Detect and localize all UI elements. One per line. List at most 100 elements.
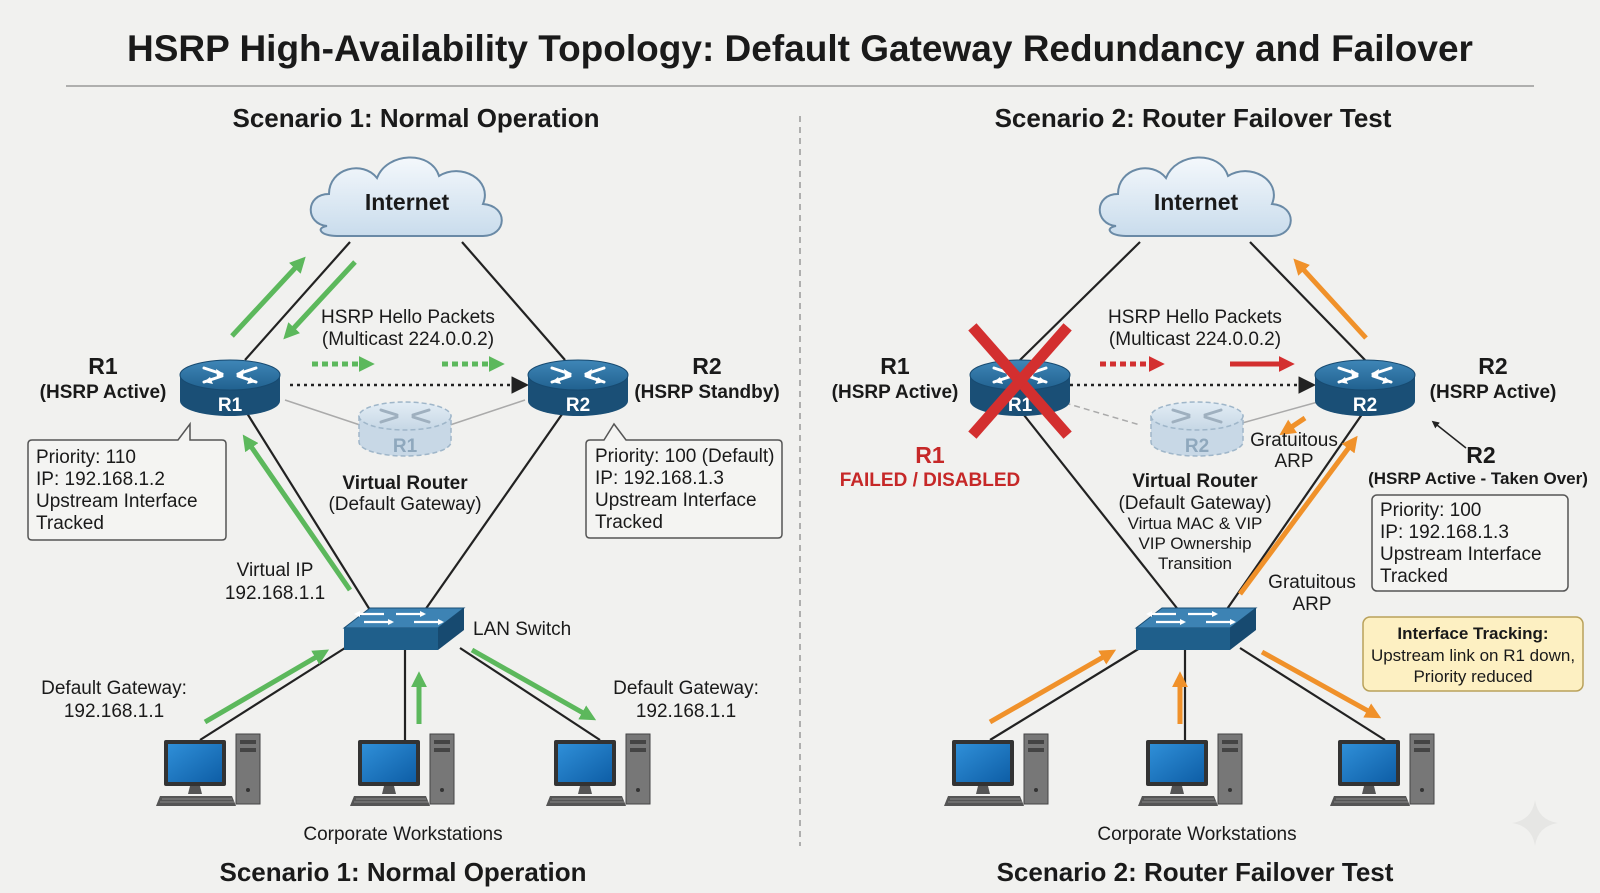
takeover-pointer bbox=[1431, 420, 1467, 449]
hello-label-1: HSRP Hello Packets bbox=[1108, 307, 1282, 328]
workstation[interactable] bbox=[1329, 733, 1435, 807]
link-internet-r2 bbox=[461, 241, 566, 361]
r1-info-line: Upstream Interface bbox=[36, 491, 198, 512]
workstations-label: Corporate Workstations bbox=[303, 824, 502, 845]
router-r1[interactable]: R1 bbox=[178, 358, 282, 418]
workstation[interactable] bbox=[155, 733, 261, 807]
scenario-2: Scenario 2: Router Failover Test bbox=[832, 103, 1588, 887]
r2-info-box: Priority: 100 IP: 192.168.1.3 Upstream I… bbox=[1371, 494, 1569, 592]
link-internet-r2 bbox=[1249, 241, 1366, 361]
workstation-icon bbox=[1137, 733, 1243, 807]
workstation-icon bbox=[349, 733, 455, 807]
arrow-switch-to-pc3 bbox=[470, 647, 597, 721]
r2-role: (HSRP Standby) bbox=[634, 382, 779, 403]
router-r2[interactable]: R2 bbox=[526, 358, 630, 418]
scenario-2-footer: Scenario 2: Router Failover Test bbox=[997, 857, 1394, 887]
r1-info-line: Priority: 110 bbox=[36, 447, 136, 468]
gw-right-label: Default Gateway: bbox=[613, 678, 759, 699]
link-switch-pc1 bbox=[989, 647, 1141, 741]
r2-info-line: Priority: 100 (Default) bbox=[595, 446, 775, 467]
link-switch-pc3 bbox=[1239, 647, 1386, 741]
scenario-1-heading: Scenario 1: Normal Operation bbox=[233, 103, 600, 133]
router-r1-badge: R1 bbox=[1008, 395, 1033, 416]
r1-failed-name: R1 bbox=[915, 442, 945, 468]
r2-role: (HSRP Active) bbox=[1430, 382, 1557, 403]
gw-left-value: 192.168.1.1 bbox=[64, 701, 164, 722]
r2-takeover-name: R2 bbox=[1466, 442, 1495, 468]
link-internet-r1 bbox=[1019, 241, 1141, 361]
gw-right-value: 192.168.1.1 bbox=[636, 701, 736, 722]
scenario-1-traffic-arrows bbox=[203, 256, 597, 725]
workstation-icon bbox=[155, 733, 261, 807]
virtual-router-line5: Transition bbox=[1158, 554, 1232, 573]
r2-info-line: Tracked bbox=[595, 512, 663, 533]
virtual-router-line4: VIP Ownership bbox=[1138, 534, 1251, 553]
link-r1-switch bbox=[1019, 409, 1181, 613]
r1-role: (HSRP Active) bbox=[40, 382, 167, 403]
garp-label-1a: Gratuitous bbox=[1250, 430, 1338, 451]
hello-label-2: (Multicast 224.0.0.2) bbox=[322, 329, 494, 350]
scenario-1-footer: Scenario 1: Normal Operation bbox=[220, 857, 587, 887]
router-r1-badge: R1 bbox=[218, 395, 243, 416]
virtual-router-sub: (Default Gateway) bbox=[328, 494, 481, 515]
link-r2-switch bbox=[424, 409, 566, 611]
workstation[interactable] bbox=[349, 733, 455, 807]
tracking-title: Interface Tracking: bbox=[1397, 624, 1548, 643]
r2-name: R2 bbox=[692, 353, 721, 379]
arrow-switch-to-pc3 bbox=[1260, 649, 1382, 719]
hello-label-1: HSRP Hello Packets bbox=[321, 307, 495, 328]
virtual-router-title: Virtual Router bbox=[342, 473, 468, 494]
lan-switch[interactable] bbox=[342, 606, 466, 652]
internet-cloud: Internet bbox=[1098, 156, 1292, 237]
virtual-router: R2 bbox=[1149, 400, 1245, 458]
switch-icon bbox=[1134, 606, 1258, 652]
r1-name: R1 bbox=[88, 353, 118, 379]
workstation[interactable] bbox=[943, 733, 1049, 807]
arrow-garp-r2 bbox=[1279, 415, 1307, 436]
arrow-r2-to-internet bbox=[1293, 258, 1368, 340]
virtual-router-title: Virtual Router bbox=[1132, 471, 1258, 492]
virtual-ip-value: 192.168.1.1 bbox=[225, 583, 325, 604]
r1-info-line: IP: 192.168.1.2 bbox=[36, 469, 165, 490]
virtual-router-badge: R2 bbox=[1185, 436, 1209, 457]
router-r2[interactable]: R2 bbox=[1313, 358, 1417, 418]
workstation[interactable] bbox=[1137, 733, 1243, 807]
workstations-label: Corporate Workstations bbox=[1097, 824, 1296, 845]
internet-label: Internet bbox=[365, 189, 450, 215]
workstation-icon bbox=[545, 733, 651, 807]
r1-failed-status: FAILED / DISABLED bbox=[840, 470, 1021, 491]
arrow-pc1-to-switch bbox=[988, 649, 1117, 725]
router-r2-badge: R2 bbox=[1353, 395, 1377, 416]
workstation-icon bbox=[943, 733, 1049, 807]
gw-left-label: Default Gateway: bbox=[41, 678, 187, 699]
link-switch-pc3 bbox=[459, 647, 601, 741]
garp-label-2b: ARP bbox=[1292, 594, 1331, 615]
diagram-title: HSRP High-Availability Topology: Default… bbox=[127, 28, 1473, 69]
r2-info-box: Priority: 100 (Default) IP: 192.168.1.3 … bbox=[585, 422, 783, 539]
lan-switch[interactable] bbox=[1134, 606, 1258, 652]
r2-info-line: Upstream Interface bbox=[1380, 544, 1542, 565]
virtual-router-badge: R1 bbox=[393, 436, 418, 457]
sparkle-icon bbox=[1512, 800, 1558, 846]
r2-info-line: Priority: 100 bbox=[1380, 500, 1481, 521]
r1-name: R1 bbox=[880, 353, 910, 379]
virtual-router-line3: Virtua MAC & VIP bbox=[1128, 514, 1263, 533]
interface-tracking-note: Interface Tracking: Upstream link on R1 … bbox=[1362, 616, 1584, 692]
arrow-r1-to-internet bbox=[230, 256, 306, 338]
arrow-switch-to-r1 bbox=[242, 434, 353, 592]
tracking-line2: Priority reduced bbox=[1413, 667, 1532, 686]
garp-label-1b: ARP bbox=[1274, 451, 1313, 472]
failed-x-icon bbox=[968, 323, 1072, 439]
r2-info-line: Upstream Interface bbox=[595, 490, 757, 511]
internet-label: Internet bbox=[1154, 189, 1239, 215]
router-r1-failed[interactable]: R1 bbox=[968, 323, 1072, 439]
scenario-1: Scenario 1: Normal Operation bbox=[27, 103, 783, 887]
scenario-2-traffic-arrows bbox=[988, 258, 1382, 725]
workstation[interactable] bbox=[545, 733, 651, 807]
r1-info-line: Tracked bbox=[36, 513, 104, 534]
r1-role: (HSRP Active) bbox=[832, 382, 959, 403]
r2-info-line: IP: 192.168.1.3 bbox=[1380, 522, 1509, 543]
virtual-router: R1 bbox=[357, 400, 453, 458]
r2-takeover-role: (HSRP Active - Taken Over) bbox=[1368, 469, 1588, 488]
